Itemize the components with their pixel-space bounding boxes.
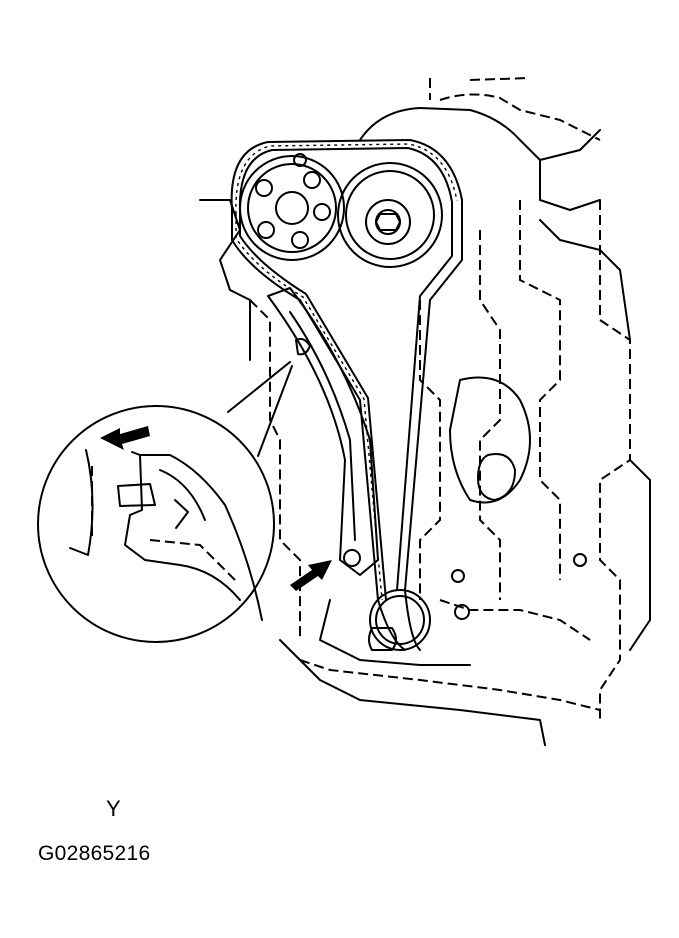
direction-arrow-icon: [290, 560, 332, 591]
chain-slipper-guide-icon: [267, 287, 379, 576]
detail-magnifier-icon: [37, 361, 293, 643]
view-label: Y: [106, 796, 121, 821]
exhaust-camshaft-sprocket-icon: [337, 162, 443, 268]
timing-chain-icon: [230, 139, 463, 651]
figure-code: G02865216: [38, 842, 151, 865]
intake-camshaft-sprocket-icon: [239, 153, 345, 261]
engine-block-outline-icon: [199, 77, 651, 746]
crankshaft-sprocket-icon: [368, 589, 431, 651]
